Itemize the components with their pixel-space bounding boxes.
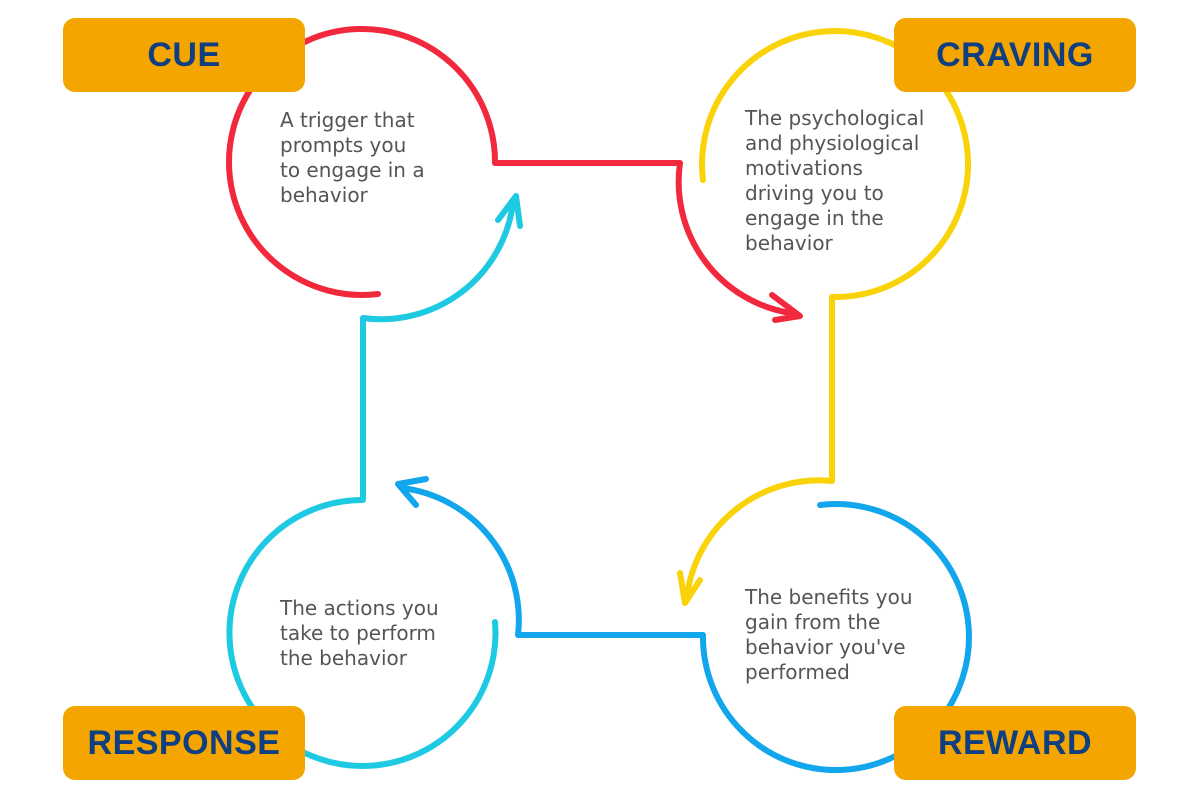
reward-arrowhead-icon <box>395 476 429 508</box>
reward-title: REWARD <box>937 723 1093 762</box>
response-title: RESPONSE <box>87 723 281 762</box>
response-arrowhead-icon <box>495 193 523 229</box>
reward-description: The benefits you gain from the behavior … <box>745 585 913 684</box>
craving-arrowhead-icon <box>677 570 703 606</box>
response-loop-arrow <box>226 200 516 769</box>
reward-loop-arrow <box>399 485 972 774</box>
craving-title: CRAVING <box>936 35 1094 74</box>
craving-description: The psychological and physiological moti… <box>745 106 925 255</box>
craving-loop-arrow <box>684 28 972 599</box>
cue-title: CUE <box>147 35 221 74</box>
cue-description: A trigger that prompts you to engage in … <box>280 108 425 207</box>
cue-loop-arrow <box>226 25 793 316</box>
response-description: The actions you take to perform the beha… <box>280 596 439 670</box>
cue-arrowhead-icon <box>769 292 803 323</box>
craving-label: CRAVING <box>894 18 1136 92</box>
reward-label: REWARD <box>894 706 1136 780</box>
cue-label: CUE <box>63 18 305 92</box>
response-label: RESPONSE <box>63 706 305 780</box>
